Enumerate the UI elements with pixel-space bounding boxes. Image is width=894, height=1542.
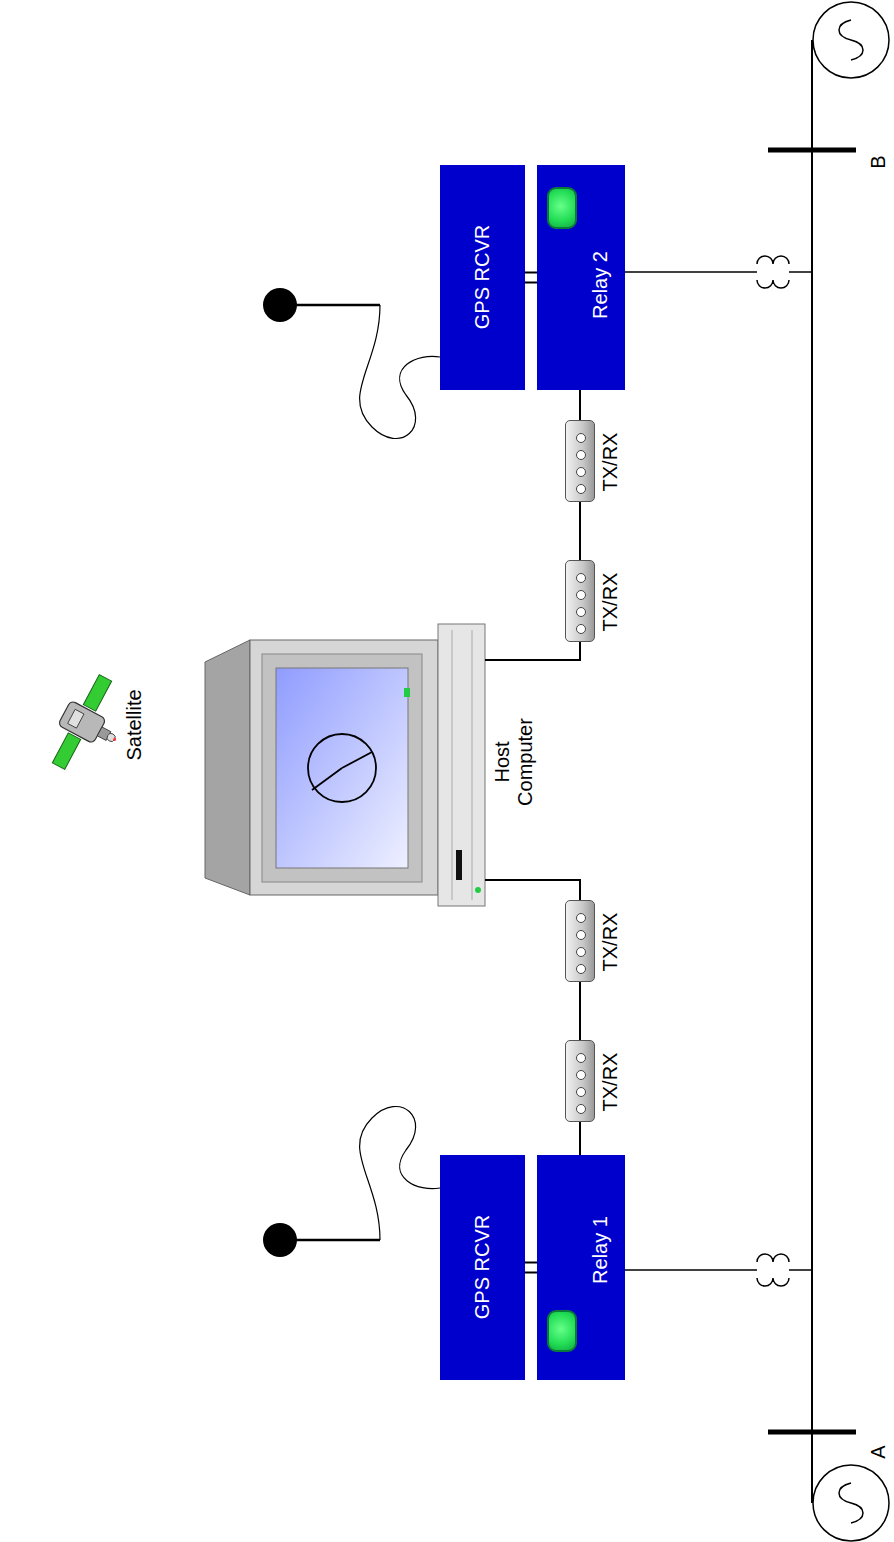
relay-box: Relay 1 xyxy=(537,1155,625,1380)
relay-box: Relay 2 xyxy=(537,165,625,390)
modem-unit: TX/RX xyxy=(565,420,595,502)
host-computer: Host Computer xyxy=(200,620,485,905)
bus-line xyxy=(811,40,813,1503)
generator-symbol xyxy=(813,2,889,78)
modem-indicator xyxy=(576,573,586,583)
box-label: GPS RCVR xyxy=(471,1215,494,1319)
modem-indicator xyxy=(576,1104,586,1114)
connector xyxy=(579,390,581,420)
modem-indicator xyxy=(576,964,586,974)
connector xyxy=(485,642,580,660)
connector xyxy=(579,1122,581,1155)
modem-unit: TX/RX xyxy=(565,560,595,642)
modem-indicator xyxy=(576,607,586,617)
connector xyxy=(525,272,537,274)
connector xyxy=(579,982,581,1040)
bus-bar xyxy=(768,1430,856,1435)
gps-antenna xyxy=(263,1107,440,1257)
box-label: Relay 1 xyxy=(589,1216,612,1284)
connector xyxy=(525,282,537,284)
box-label: GPS RCVR xyxy=(471,225,494,329)
modem-unit: TX/RX xyxy=(565,900,595,982)
status-button xyxy=(547,187,577,229)
connector xyxy=(525,1272,537,1274)
generator-symbol xyxy=(813,1465,889,1541)
modem-indicator xyxy=(576,624,586,634)
unit-label: TX/RX xyxy=(599,1053,622,1112)
connector xyxy=(525,1262,537,1264)
bus-label: B xyxy=(867,155,890,168)
unit-label: TX/RX xyxy=(599,573,622,632)
modem-indicator xyxy=(576,1087,586,1097)
bus-bar xyxy=(768,148,856,153)
connector xyxy=(485,880,580,900)
unit-label: TX/RX xyxy=(599,433,622,492)
modem-indicator xyxy=(576,467,586,477)
modem-indicator xyxy=(576,433,586,443)
modem-indicator xyxy=(576,484,586,494)
icon-label: Satellite xyxy=(123,689,146,760)
gps-receiver-box: GPS RCVR xyxy=(440,165,525,390)
current-transformer xyxy=(625,1254,812,1286)
modem-indicator xyxy=(576,913,586,923)
unit-label: Host Computer xyxy=(491,712,537,812)
modem-indicator xyxy=(576,930,586,940)
gps-receiver-box: GPS RCVR xyxy=(440,1155,525,1380)
gps-antenna xyxy=(263,288,440,438)
bus-label: A xyxy=(867,1445,890,1458)
modem-indicator xyxy=(576,947,586,957)
box-label: Relay 2 xyxy=(589,251,612,319)
computer-illustration xyxy=(205,624,485,906)
modem-indicator xyxy=(576,590,586,600)
status-button xyxy=(547,1310,577,1352)
modem-indicator xyxy=(576,450,586,460)
connector xyxy=(579,502,581,560)
modem-indicator xyxy=(576,1053,586,1063)
modem-unit: TX/RX xyxy=(565,1040,595,1122)
unit-label: TX/RX xyxy=(599,913,622,972)
current-transformer xyxy=(625,256,812,288)
modem-indicator xyxy=(576,1070,586,1080)
